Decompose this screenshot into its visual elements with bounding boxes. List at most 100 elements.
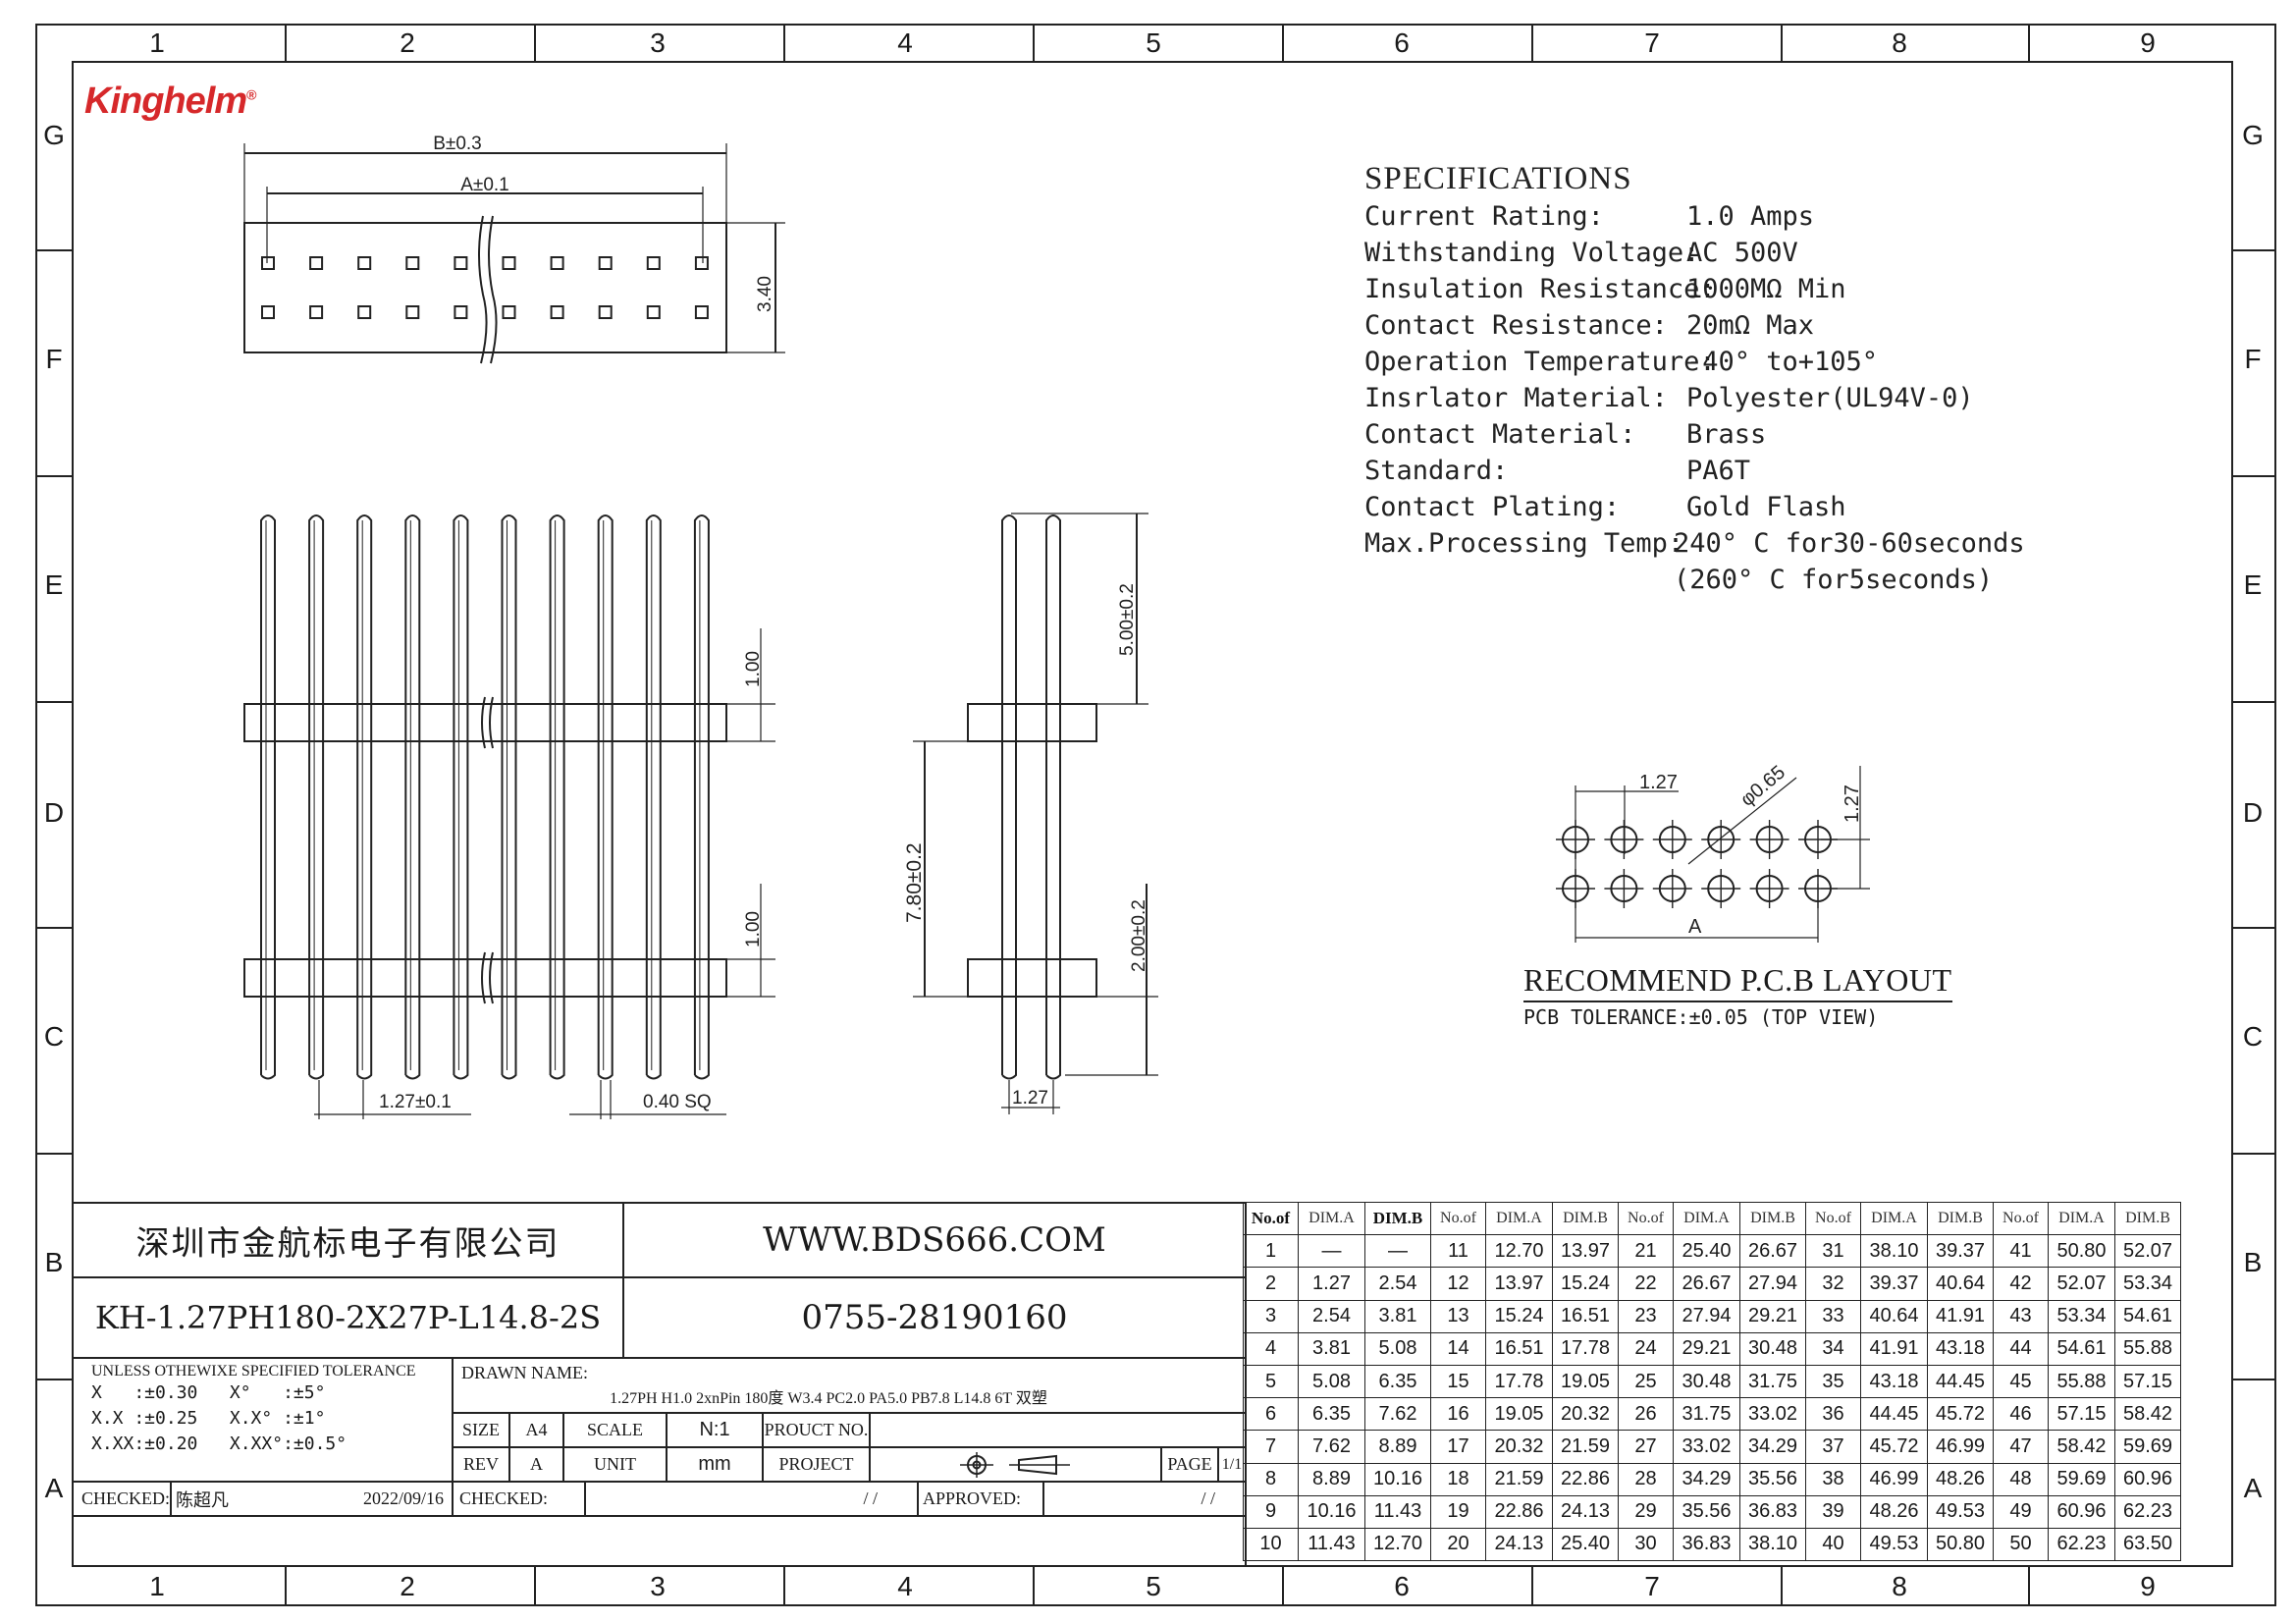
top-view: B±0.3 A±0.1 3.40 <box>243 134 785 364</box>
zone-divider <box>1033 1567 1035 1604</box>
dim-cell-b: 55.88 <box>2114 1331 2181 1366</box>
side-lower-housing <box>967 958 1097 998</box>
dim-cell-no: 13 <box>1430 1299 1486 1333</box>
dim-cell-no: 48 <box>1993 1462 2049 1496</box>
dim-cell-no: 11 <box>1430 1234 1486 1269</box>
dim-cell-b: 26.67 <box>1739 1234 1806 1269</box>
dim-cell-a: 16.51 <box>1485 1331 1553 1366</box>
scale-label: SCALE <box>562 1412 667 1448</box>
dim-header-no: No.of <box>1243 1201 1299 1236</box>
spec-value: 1.0 Amps <box>1686 201 1815 232</box>
spec-value: -40° to+105° <box>1686 347 1879 377</box>
dim-cell-no: 32 <box>1805 1267 1861 1301</box>
dim-cell-no: 8 <box>1243 1462 1299 1496</box>
dim-cell-a: 24.13 <box>1485 1527 1553 1562</box>
dim-cell-b: 41.91 <box>1927 1299 1994 1333</box>
side-view-pin <box>1045 514 1061 1080</box>
top-view-pin <box>454 256 468 270</box>
zone-row-A: A <box>2243 1473 2263 1503</box>
dim-cell-no: 6 <box>1243 1397 1299 1432</box>
dim-cell-no: 30 <box>1618 1527 1674 1562</box>
zone-row-D: D <box>2242 797 2264 828</box>
dim-cell-b: 36.83 <box>1739 1494 1806 1529</box>
dim-cell-b: 24.13 <box>1552 1494 1619 1529</box>
dim-cell-no: 3 <box>1243 1299 1299 1333</box>
dim-header-a: DIM.A <box>1298 1201 1365 1236</box>
dim-cell-a: 43.18 <box>1860 1364 1928 1399</box>
top-view-pin <box>646 305 661 319</box>
zone-column-5: 5 <box>1146 27 1161 58</box>
dim-pitch-label: 1.27±0.1 <box>379 1092 452 1112</box>
zone-divider <box>2028 1567 2030 1604</box>
dim-cell-a: 48.26 <box>1860 1494 1928 1529</box>
dim-cell-b: 16.51 <box>1552 1299 1619 1333</box>
dim-cell-a: 58.42 <box>2048 1430 2115 1464</box>
dim-cell-a: 7.62 <box>1298 1430 1365 1464</box>
dim-cell-b: 60.96 <box>2114 1462 2181 1496</box>
dim-cell-a: 12.70 <box>1485 1234 1553 1269</box>
dim-cell-a: 26.67 <box>1673 1267 1740 1301</box>
dim-cell-a: 27.94 <box>1673 1299 1740 1333</box>
dim-cell-b: 27.94 <box>1739 1267 1806 1301</box>
product-no-value <box>869 1412 1247 1448</box>
approved-date: / / <box>1042 1481 1247 1517</box>
dim-cell-a: 1.27 <box>1298 1267 1365 1301</box>
dim-cell-b: 54.61 <box>2114 1299 2181 1333</box>
scale-value: N:1 <box>666 1412 764 1448</box>
zone-divider <box>285 1567 287 1604</box>
zone-divider <box>35 1379 72 1380</box>
top-view-pin <box>694 256 709 270</box>
zone-divider <box>1781 1567 1783 1604</box>
zone-column-4: 4 <box>897 1571 913 1601</box>
size-label: SIZE <box>452 1412 510 1448</box>
zone-divider <box>1282 1567 1284 1604</box>
checked-label-2: CHECKED: <box>452 1481 586 1517</box>
dim-header-b: DIM.B <box>2114 1201 2181 1236</box>
zone-row-E: E <box>44 569 64 600</box>
dim-cell-a: — <box>1298 1234 1365 1269</box>
spec-key: Operation Temperature: <box>1364 347 1716 377</box>
zone-column-5: 5 <box>1146 1571 1161 1601</box>
dim-cell-no: 34 <box>1805 1331 1861 1366</box>
zone-divider <box>1282 24 1284 61</box>
spec-row: Contact Plating:Gold Flash <box>1364 492 2025 528</box>
dim-cell-a: 44.45 <box>1860 1397 1928 1432</box>
dim-cell-a: 8.89 <box>1298 1462 1365 1496</box>
top-view-pin <box>502 305 516 319</box>
zone-row-F: F <box>2244 344 2262 374</box>
top-view-pin <box>357 305 372 319</box>
dim-header-b: DIM.B <box>1927 1201 1994 1236</box>
dim-cell-no: 50 <box>1993 1527 2049 1562</box>
top-view-pin <box>309 305 324 319</box>
zone-column-3: 3 <box>650 1571 666 1601</box>
project-label: PROJECT <box>762 1446 871 1483</box>
rev-value: A <box>508 1446 564 1483</box>
drawn-name-cell: DRAWN NAME: 1.27PH H1.0 2xnPin 180度 W3.4… <box>452 1357 1247 1414</box>
dim-cell-a: 59.69 <box>2048 1462 2115 1496</box>
zone-divider <box>783 1567 785 1604</box>
checked-date-1: 2022/09/16 <box>362 1488 444 1508</box>
front-view-pin <box>308 514 325 1080</box>
kinghelm-logo: Kinghelm® <box>84 81 256 122</box>
zone-divider <box>2233 701 2276 703</box>
zone-column-6: 6 <box>1394 27 1410 58</box>
dim-cell-a: 40.64 <box>1860 1299 1928 1333</box>
pcb-layout-title: RECOMMEND P.C.B LAYOUT <box>1523 962 1952 1002</box>
part-number: KH-1.27PH180-2X27P-L14.8-2S <box>72 1276 624 1359</box>
dim-cell-b: 40.64 <box>1927 1267 1994 1301</box>
spec-key: Standard: <box>1364 456 1509 486</box>
dim-cell-no: 2 <box>1243 1267 1299 1301</box>
projection-symbol-icon <box>959 1451 1070 1478</box>
dim-cell-b: 50.80 <box>1927 1527 1994 1562</box>
dim-cell-b: 62.23 <box>2114 1494 2181 1529</box>
spec-row: Max.Processing Temp:240° C for30-60secon… <box>1364 528 2025 565</box>
unit-value: mm <box>666 1446 764 1483</box>
dim-cell-no: 19 <box>1430 1494 1486 1529</box>
dim-cell-no: 44 <box>1993 1331 2049 1366</box>
dim-cell-a: 22.86 <box>1485 1494 1553 1529</box>
dim-cell-b: 52.07 <box>2114 1234 2181 1269</box>
projection-symbol-cell <box>869 1446 1162 1483</box>
zone-row-B: B <box>2243 1247 2263 1277</box>
